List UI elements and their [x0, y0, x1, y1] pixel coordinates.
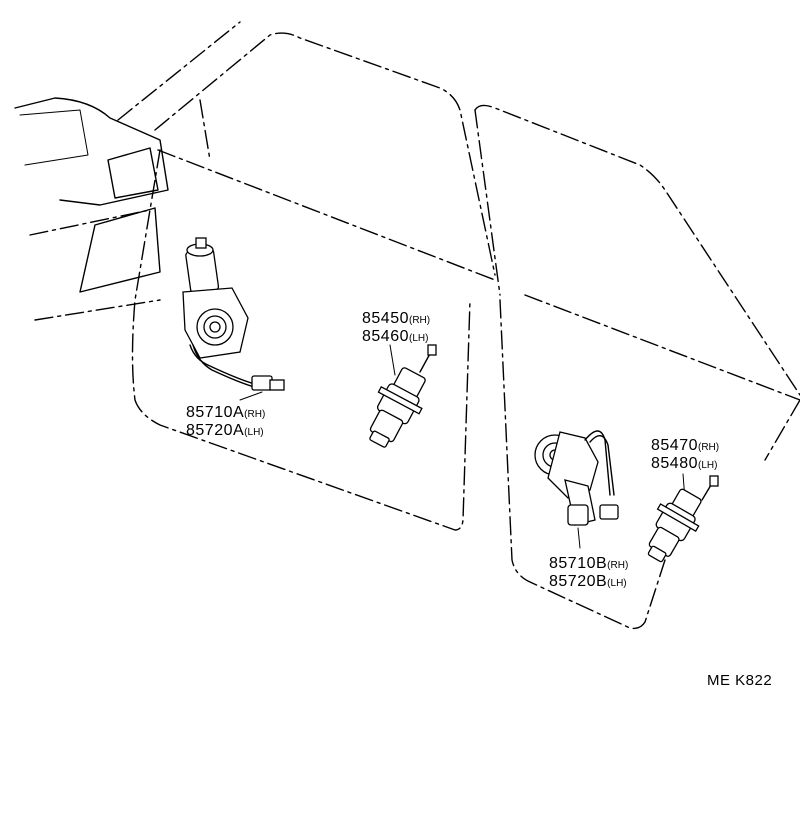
rear-window-motor: [534, 430, 619, 549]
diagram-code: ME K822: [707, 672, 773, 689]
part-label-rear-motor: 85710B(RH) 85720B(LH): [549, 555, 629, 590]
rear-lock-solenoid: [647, 473, 719, 563]
car-body-outline: [29, 21, 800, 630]
part-label-rear-solenoid: 85470(RH) 85480(LH): [651, 437, 720, 472]
front-window-motor: [182, 237, 285, 401]
dashboard-outline: [14, 97, 169, 293]
part-label-front-solenoid: 85450(RH) 85460(LH): [362, 310, 431, 345]
part-label-front-motor: 85710A(RH) 85720A(LH): [186, 404, 266, 439]
front-lock-solenoid: [369, 344, 437, 448]
